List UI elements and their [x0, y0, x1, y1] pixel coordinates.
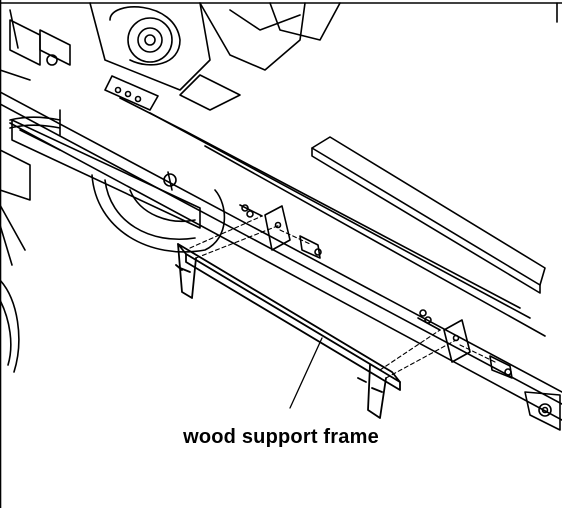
hydraulic-hose	[10, 117, 60, 120]
wheel	[92, 172, 224, 252]
assembly-lines	[190, 216, 495, 378]
main-beam	[0, 92, 562, 420]
mount-bracket-left	[240, 205, 321, 258]
beam-side-plate	[12, 120, 200, 228]
engine-assembly	[0, 3, 340, 110]
callout-label: wood support frame	[183, 426, 379, 448]
log-rest-bar	[312, 137, 545, 293]
left-fender	[0, 150, 30, 372]
mount-bracket-right	[418, 310, 512, 378]
callout-leader-line	[290, 338, 322, 408]
end-bracket	[525, 392, 560, 430]
wood-support-frame	[176, 244, 400, 418]
